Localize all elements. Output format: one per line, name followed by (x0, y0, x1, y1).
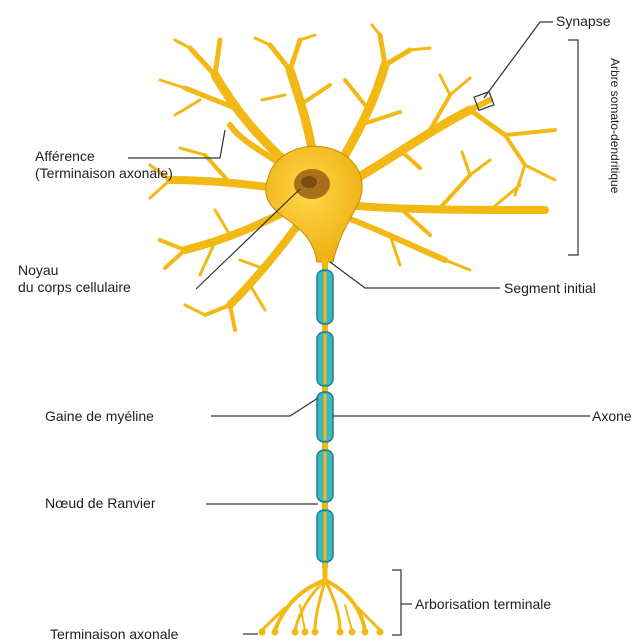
axon-terminals (259, 629, 384, 636)
label-gaine-myeline: Gaine de myéline (45, 408, 154, 425)
label-afference-line1: Afférence (35, 148, 173, 165)
label-axone: Axone (592, 408, 632, 425)
label-noyau-line1: Noyau (18, 262, 131, 279)
label-terminaison-axonale: Terminaison axonale (50, 626, 178, 643)
label-synapse: Synapse (556, 13, 610, 30)
label-noyau-line2: du corps cellulaire (18, 279, 131, 296)
label-afference-line2: (Terminaison axonale) (35, 165, 173, 182)
label-noeud-ranvier: Nœud de Ranvier (45, 495, 156, 512)
terminal-arborization (262, 565, 380, 630)
label-arbre-somato-dendritique: Arbre somato-dendritique (608, 58, 622, 193)
leader-lines (128, 22, 590, 635)
label-afference: Afférence (Terminaison axonale) (35, 148, 173, 182)
label-arborisation-terminale: Arborisation terminale (415, 596, 551, 613)
label-segment-initial: Segment initial (504, 280, 596, 297)
label-noyau: Noyau du corps cellulaire (18, 262, 131, 296)
